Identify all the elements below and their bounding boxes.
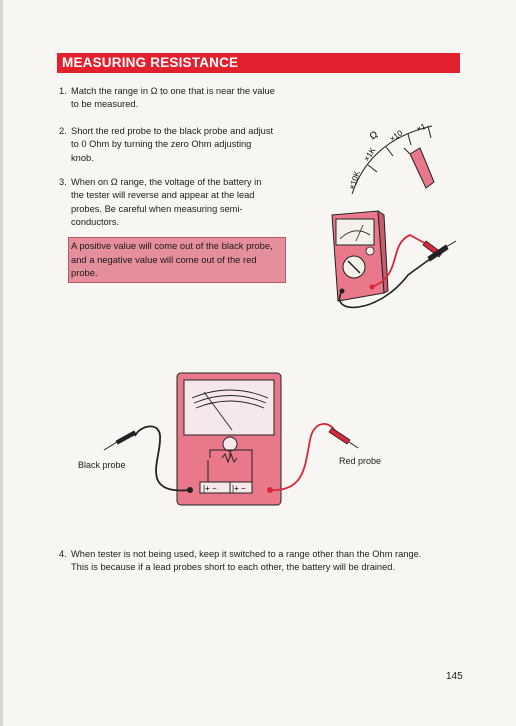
step-line: When on Ω range, the voltage of the batt… [71,177,262,187]
section-banner: MEASURING RESISTANCE [57,53,460,73]
svg-text:|+ −: |+ − [203,484,217,493]
red-probe-label: Red probe [339,456,382,466]
dial-ohm-symbol: Ω [368,129,380,143]
step-line: knob. [71,152,94,163]
range-dial-illustration: Ω ×1 ×10 ×1K ×10K [347,122,435,195]
small-red-lead [371,233,429,288]
large-red-probe-icon [328,427,351,445]
step-line: This is because if a lead probes short t… [71,562,396,573]
large-tester-illustration: |+ − |+ − [103,372,359,506]
small-zero-knob-icon [365,246,375,256]
large-black-probe-icon [115,430,137,445]
dial-range-x10k: ×10K [347,169,362,190]
meter-needle [203,391,233,431]
dial-arc [351,125,433,195]
large-red-lead [269,423,336,491]
step-number: 1. [59,86,67,96]
step-line: conductors. [71,217,120,228]
page-number: 145 [446,671,463,682]
large-zero-knob-icon [222,436,238,452]
battery-icon: |+ − |+ − [199,481,253,494]
step-number: 3. [59,177,67,187]
step-line: probes. Be careful when measuring semi- [71,203,243,214]
dial-tick [427,125,432,139]
small-tester-illustration [331,210,457,309]
dial-tick [407,133,412,146]
svg-text:|+ −: |+ − [232,484,246,493]
dial-range-x1: ×1 [415,122,428,134]
large-black-lead [134,425,191,492]
step-number: 2. [59,126,67,136]
step-line: Match the range in Ω to one that is near… [71,86,275,96]
step-line: to 0 Ohm by turning the zero Ohm adjusti… [71,139,252,150]
dial-range-x10: ×10 [388,128,405,143]
section-title: MEASURING RESISTANCE [62,55,239,70]
small-black-lead [338,258,431,309]
black-probe-label: Black probe [78,460,126,470]
step-line: the tester will reverse and appear at th… [71,190,255,201]
step-line: to be measured. [71,99,139,110]
dial-tick [367,164,378,173]
warning-note: A positive value will come out of the bl… [68,237,286,283]
small-black-probe-icon [427,244,449,262]
step-number: 4. [59,549,67,559]
dial-knob-pointer-icon [403,147,435,189]
small-meter-window [335,218,375,246]
dial-range-x1k: ×1K [362,145,378,163]
step-line: Short the red probe to the black probe a… [71,126,274,136]
dial-tick [385,146,394,157]
step-line: When tester is not being used, keep it s… [71,549,422,559]
